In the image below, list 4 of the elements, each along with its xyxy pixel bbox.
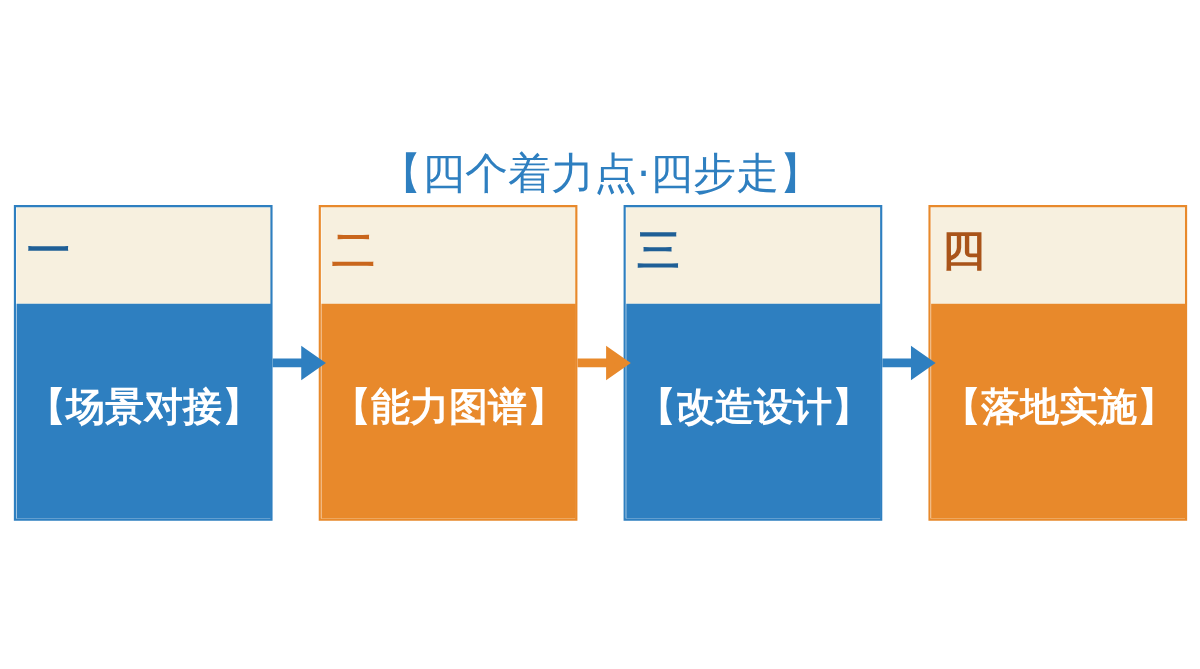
arrow <box>272 345 326 380</box>
arrow <box>577 345 631 380</box>
arrow <box>881 345 936 380</box>
diagram-title: 【四个着力点·四步走】 <box>378 147 822 198</box>
